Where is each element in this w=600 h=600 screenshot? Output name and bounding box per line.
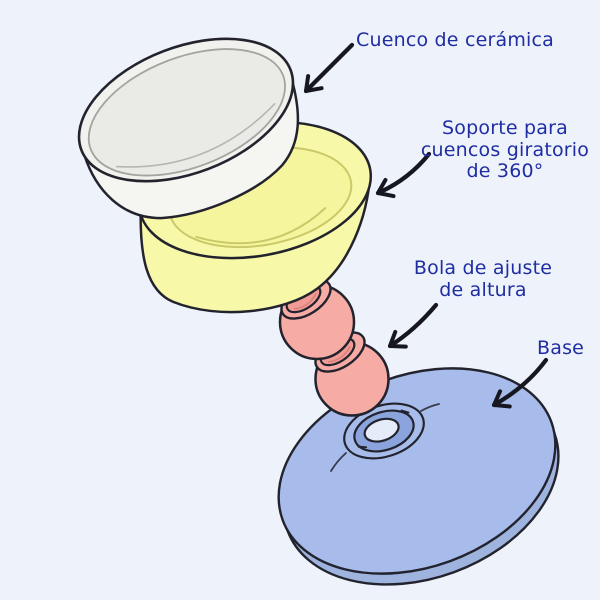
base-graphic — [277, 367, 560, 586]
arrow-to-support — [375, 151, 432, 199]
arrow-to-base — [491, 357, 549, 409]
label-rotating-support: Soporte para cuencos giratorio de 360° — [409, 117, 600, 183]
base-socket — [330, 402, 440, 472]
label-height-adjust-ball: Bola de ajuste de altura — [399, 257, 567, 301]
label-rotating-support-line2: cuencos giratorio — [420, 138, 590, 161]
label-base: Base — [537, 337, 585, 359]
bowl-graphic — [77, 37, 300, 220]
label-height-adjust-ball-line2: de altura — [439, 278, 527, 301]
label-rotating-support-line1: Soporte para — [442, 117, 568, 139]
arrow-to-ball — [387, 302, 439, 349]
arrow-to-bowl — [303, 42, 355, 94]
label-rotating-support-line3: de 360° — [466, 160, 544, 182]
label-ceramic-bowl: Cuenco de cerámica — [356, 29, 555, 51]
label-height-adjust-ball-line1: Bola de ajuste — [413, 257, 553, 279]
